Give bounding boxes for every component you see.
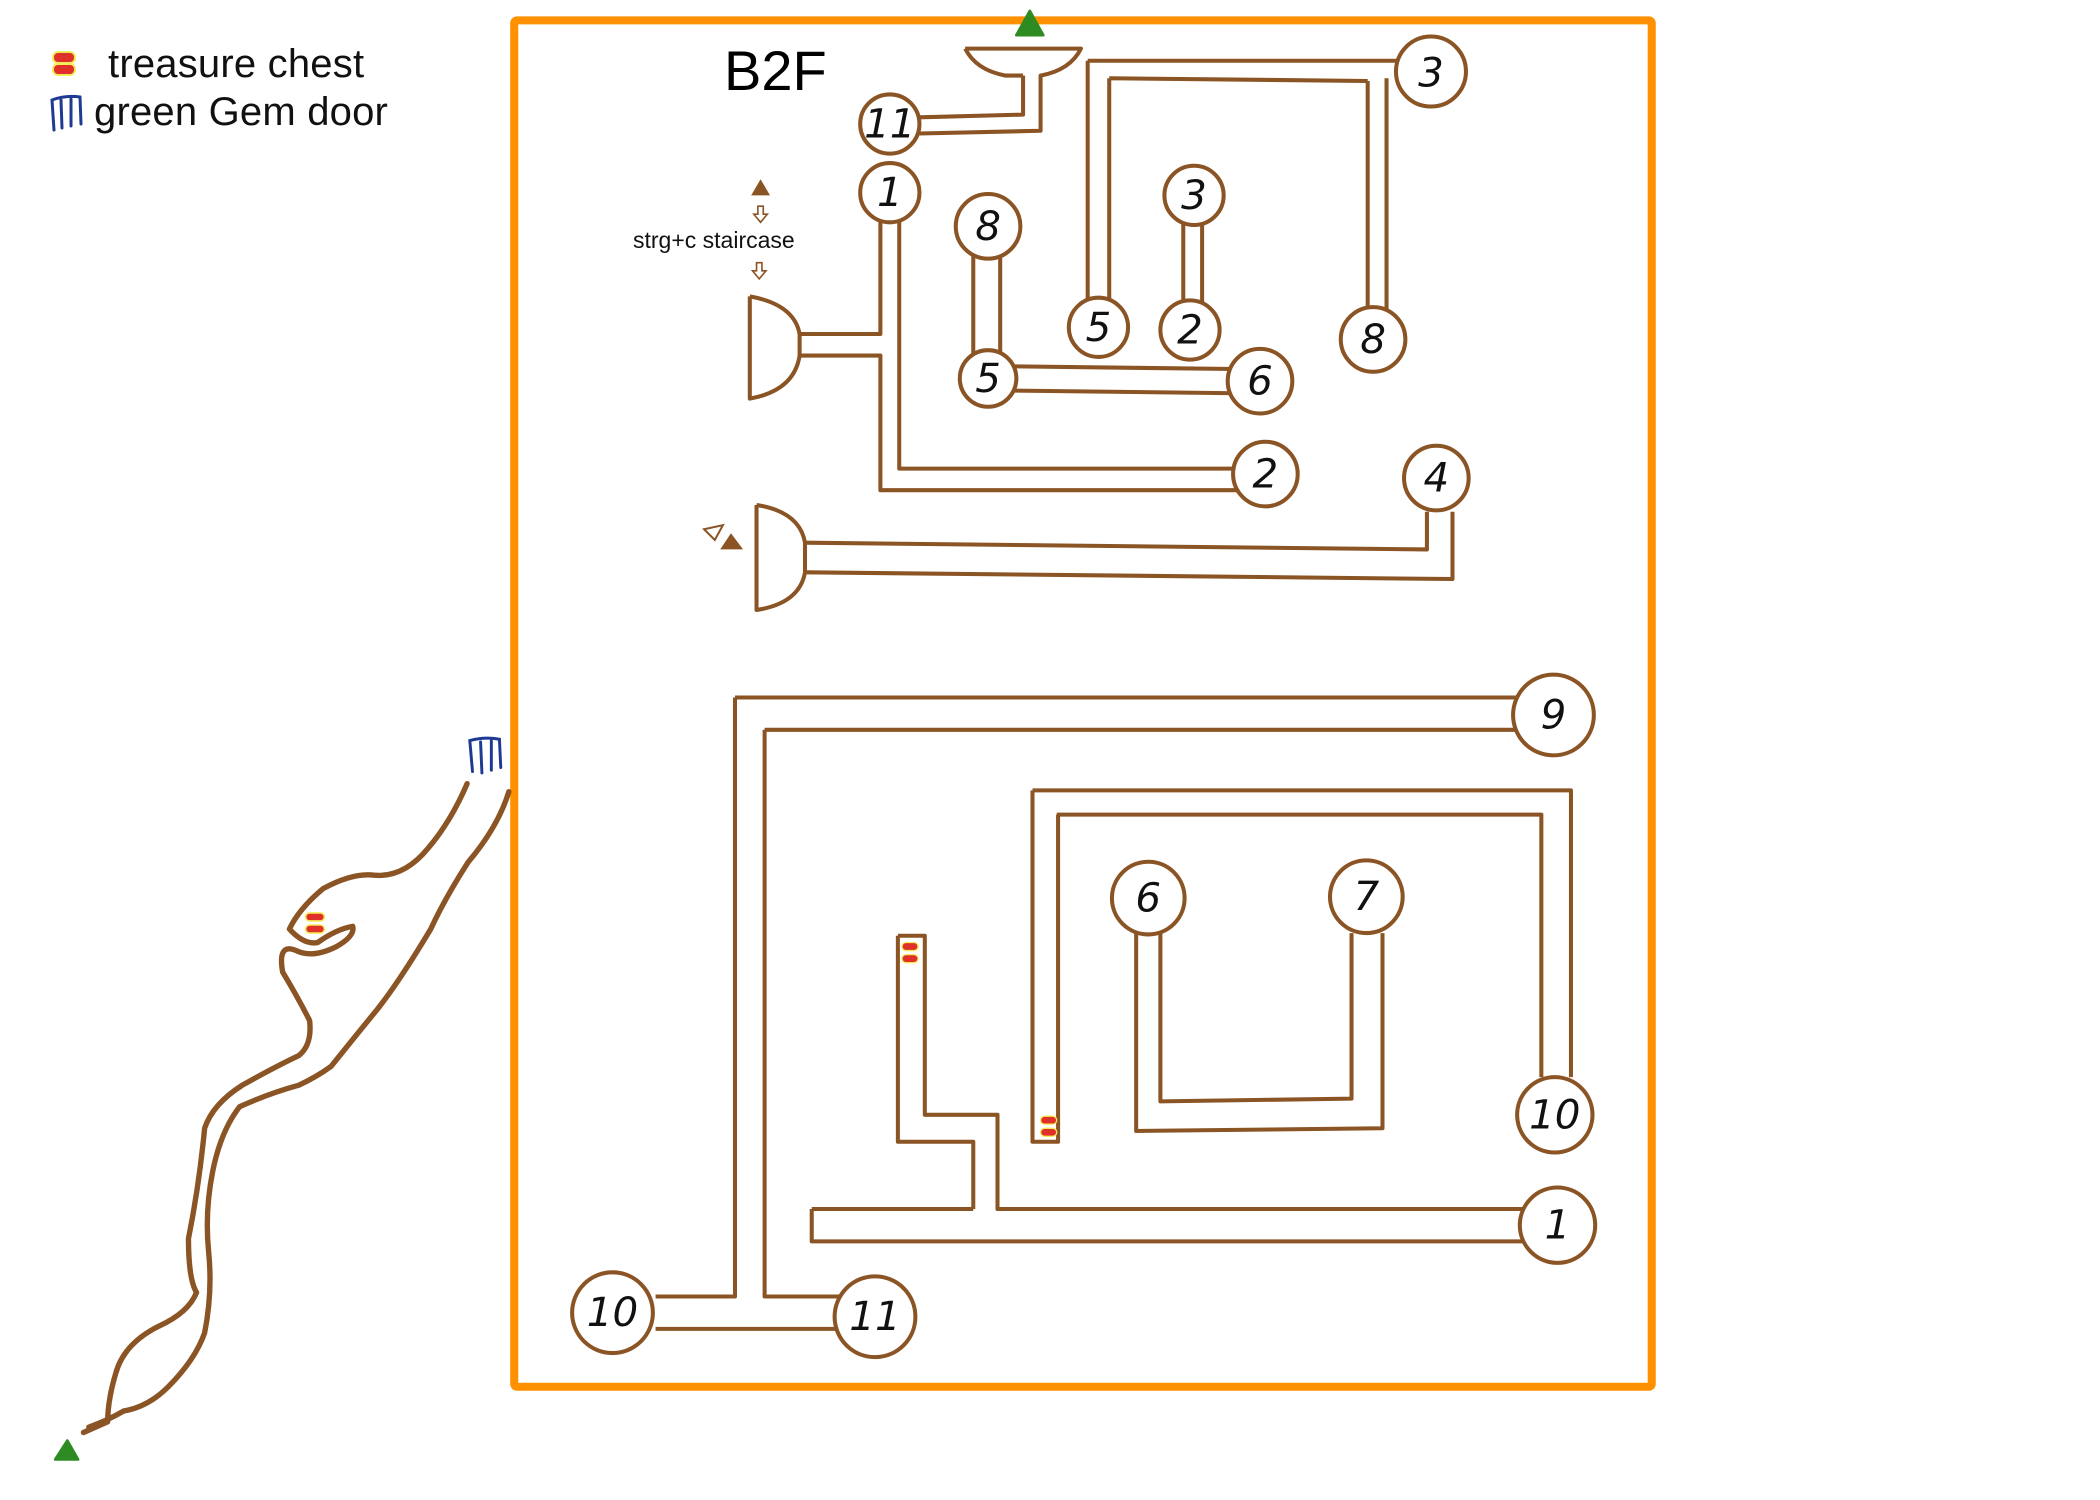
legend-item-green-gem-door: green Gem door xyxy=(50,88,388,136)
node-labels: 11 1 8 3 5 2 3 8 5 6 2 4 9 6 7 10 1 10 1… xyxy=(587,49,1581,1340)
node-11-top xyxy=(858,92,922,156)
corridor-spiral-10 xyxy=(1030,788,1573,1144)
corridor-chest-l xyxy=(809,933,1527,1244)
node-3-corner xyxy=(1393,34,1468,109)
node-label: 6 xyxy=(1247,358,1273,405)
green-gem-door-icon xyxy=(50,94,83,132)
node-label: 10 xyxy=(587,1289,638,1336)
cave-path xyxy=(80,780,512,1436)
corridor-9-frame xyxy=(655,695,1519,1331)
node-label: 11 xyxy=(849,1293,900,1340)
node-1-bottom xyxy=(1517,1185,1598,1265)
green-gem-door-icon xyxy=(468,736,503,775)
node-label: 11 xyxy=(864,101,915,148)
node-4 xyxy=(1402,443,1471,513)
entrance-triangle-icon xyxy=(1015,9,1045,37)
node-label: 2 xyxy=(1253,451,1279,498)
arrow-down-icon xyxy=(752,205,770,224)
nodes xyxy=(570,34,1598,1360)
cave-treasure-chest-icon xyxy=(304,912,326,934)
node-label: 3 xyxy=(1418,49,1444,96)
legend: treasure chest green Gem door xyxy=(50,40,388,136)
corridors xyxy=(655,46,1573,1331)
staircase-dish-lower xyxy=(754,503,808,613)
node-label: 6 xyxy=(1135,875,1161,922)
node-2-top xyxy=(1158,298,1222,362)
node-label: 1 xyxy=(1545,1202,1571,1249)
staircase-dish-upper xyxy=(747,294,802,401)
node-8-right xyxy=(1338,305,1408,374)
floor-title: B2F xyxy=(724,39,827,102)
corridor-u-6-7 xyxy=(1134,933,1385,1133)
node-9 xyxy=(1511,672,1596,758)
staircase-down-marker-icon xyxy=(702,523,744,550)
node-6-bottom xyxy=(1109,859,1187,937)
arrow-down-icon xyxy=(750,261,768,281)
node-1-top xyxy=(858,161,922,225)
cave-entrance-triangle-icon xyxy=(53,1439,80,1461)
treasure-chest-icon xyxy=(901,941,919,964)
node-label: 7 xyxy=(1353,873,1379,920)
legend-label: green Gem door xyxy=(94,89,389,134)
legend-item-treasure-chest: treasure chest xyxy=(50,40,388,88)
node-10-left xyxy=(570,1270,655,1356)
staircase-up-triangle-icon xyxy=(751,179,770,196)
node-7 xyxy=(1327,858,1405,936)
node-2-long xyxy=(1231,439,1300,509)
entry-bowl xyxy=(919,46,1083,136)
cave-wall-left xyxy=(80,780,470,1436)
node-5-left xyxy=(957,348,1019,409)
node-3-mid xyxy=(1162,163,1226,228)
node-11-bottom xyxy=(832,1274,918,1360)
cave-wall-right xyxy=(86,789,512,1430)
node-label: 8 xyxy=(1360,316,1386,363)
node-label: 2 xyxy=(1177,306,1203,353)
node-6-top xyxy=(1225,346,1295,416)
node-label: 5 xyxy=(975,355,1001,402)
node-label: 9 xyxy=(1541,691,1567,738)
node-8-a xyxy=(953,192,1023,261)
legend-label: treasure chest xyxy=(108,41,365,86)
treasure-chest-icon xyxy=(1039,1115,1058,1138)
node-label: 3 xyxy=(1181,172,1207,219)
node-10-right xyxy=(1515,1075,1595,1155)
corridor-8-5 xyxy=(971,250,1003,357)
node-label: 4 xyxy=(1423,455,1449,502)
node-label: 10 xyxy=(1529,1091,1580,1138)
floor-border xyxy=(510,16,1656,1391)
node-5-top xyxy=(1066,295,1131,359)
corridor-stair2-4 xyxy=(804,511,1455,582)
node-label: 8 xyxy=(975,203,1001,250)
corridor-1-2 xyxy=(799,210,1239,493)
node-label: 5 xyxy=(1086,304,1112,351)
corridor-3-2 xyxy=(1181,215,1205,313)
node-label: 1 xyxy=(877,169,903,216)
corridor-loop-3 xyxy=(1085,58,1403,313)
treasure-chest-icon xyxy=(54,53,74,75)
staircase-label: strg+c staircase xyxy=(633,227,795,253)
corridor-5-6 xyxy=(1012,364,1236,396)
